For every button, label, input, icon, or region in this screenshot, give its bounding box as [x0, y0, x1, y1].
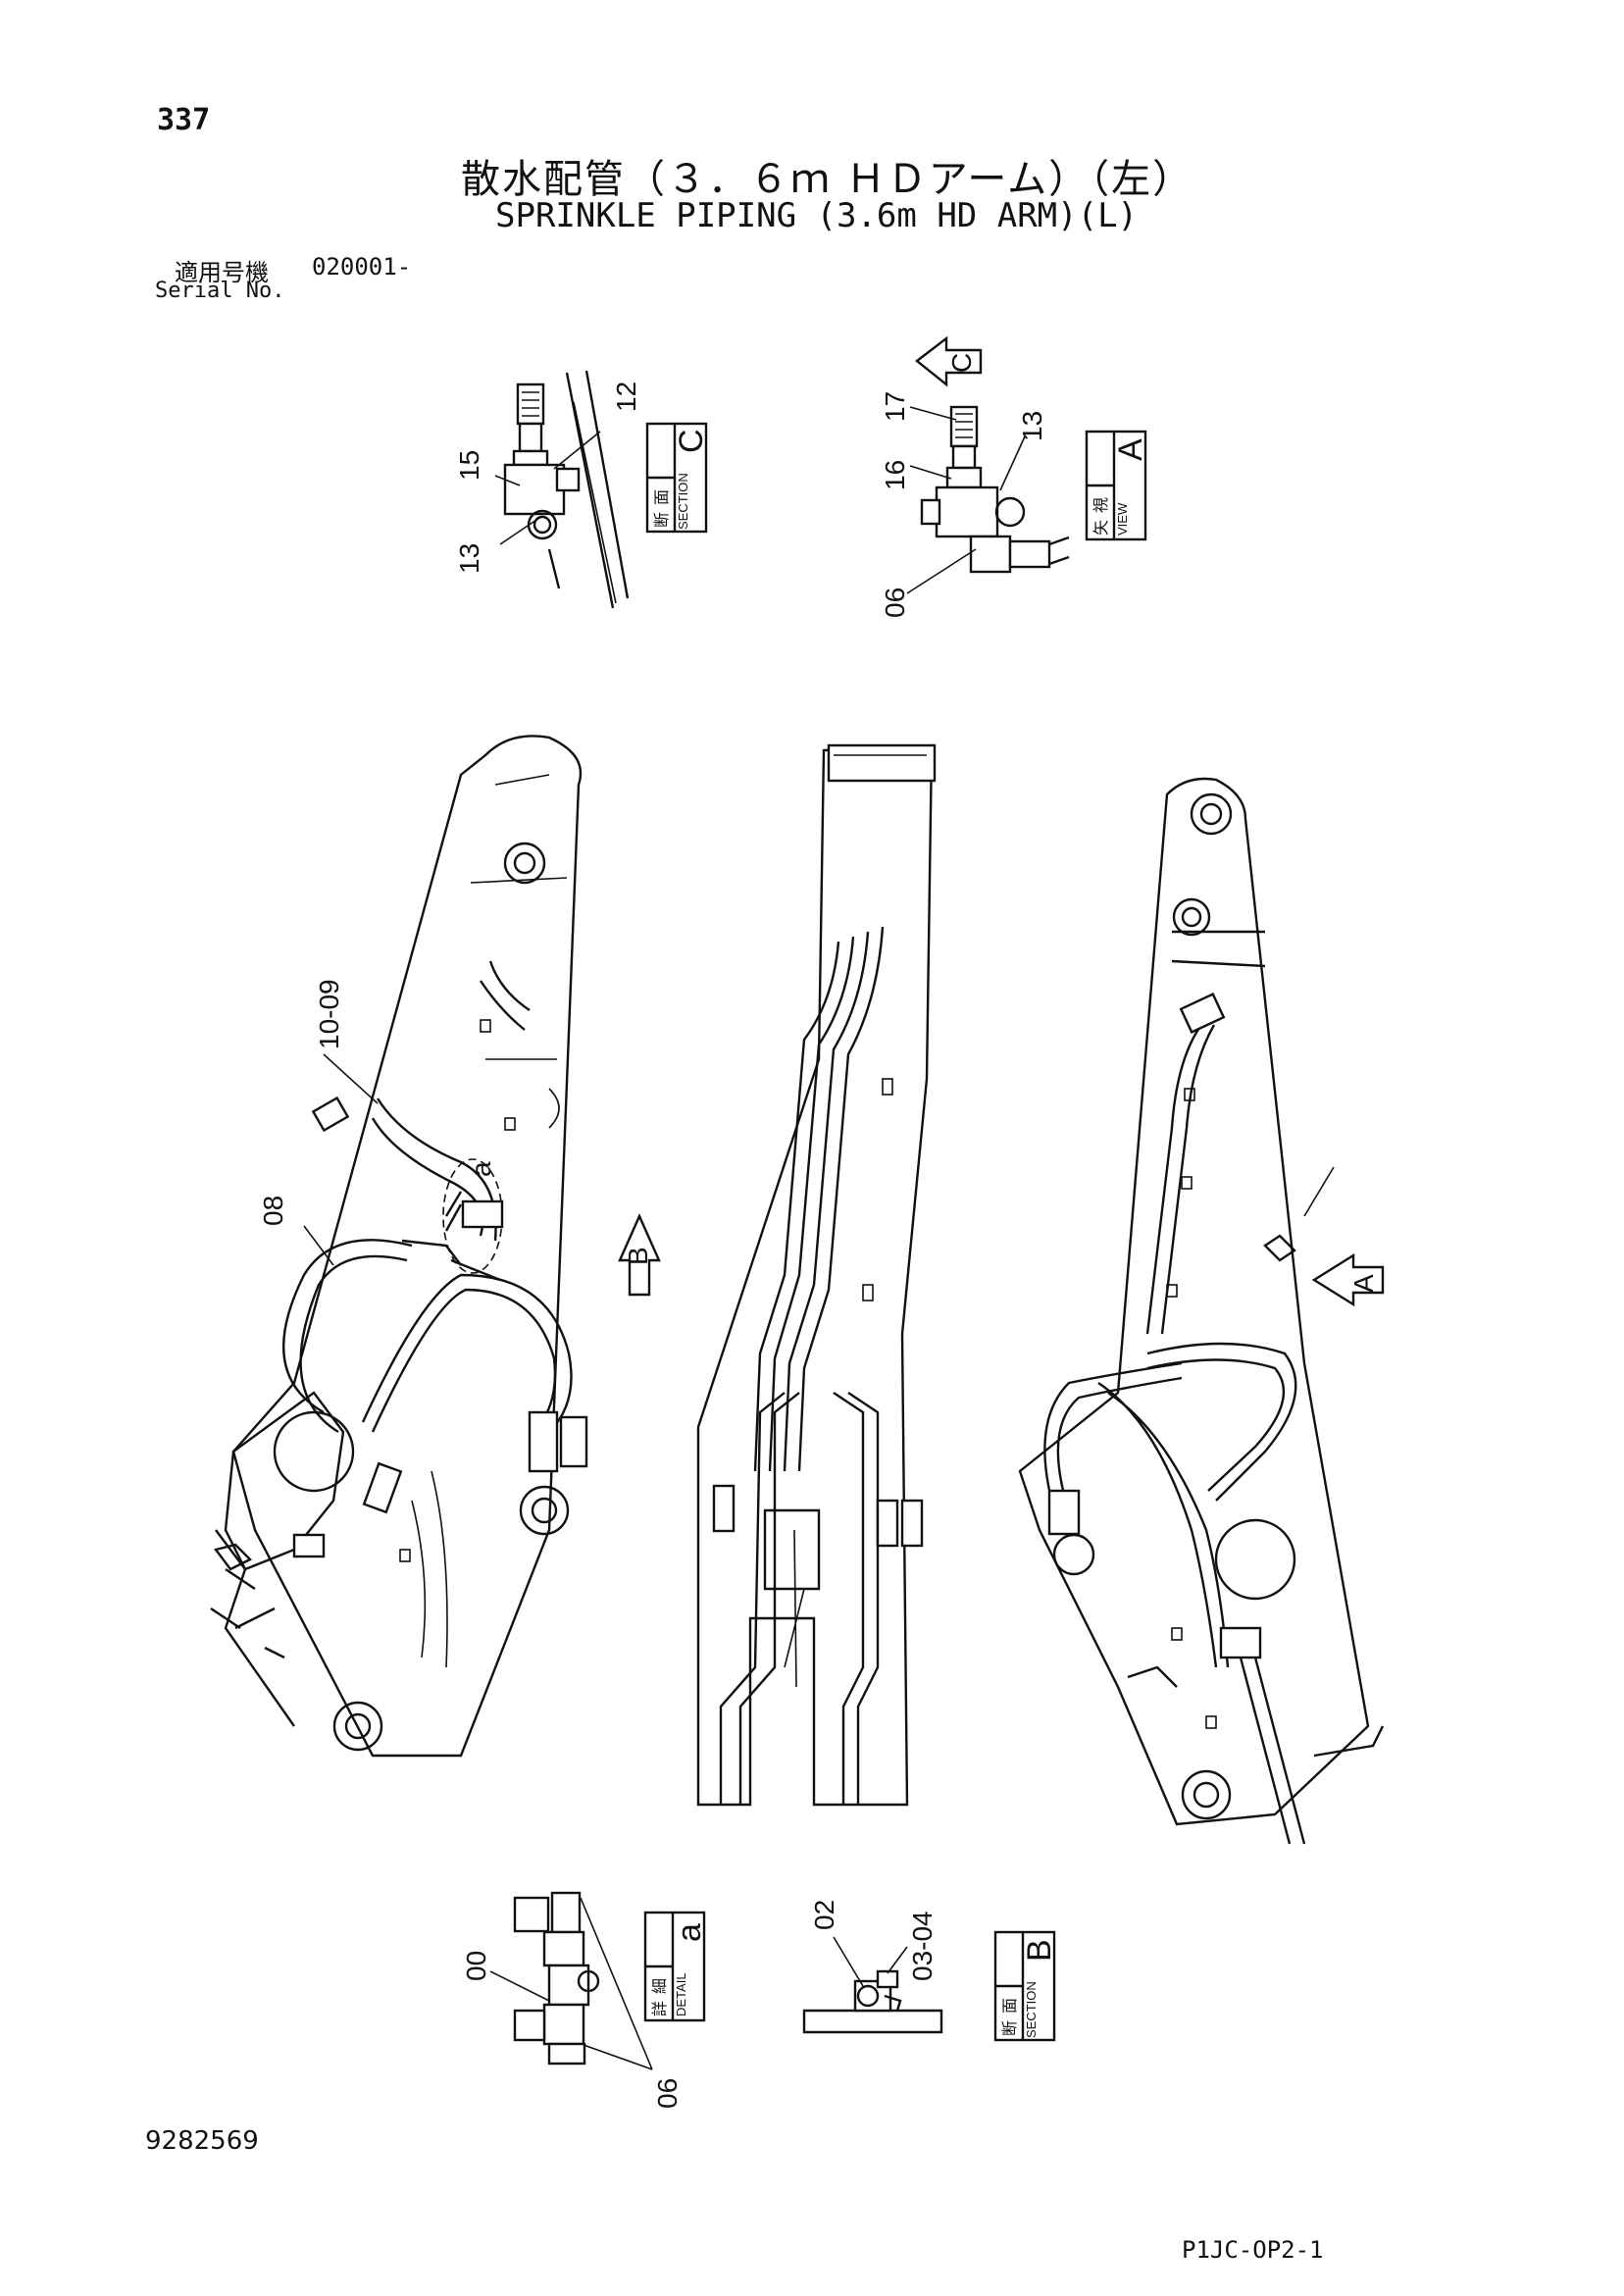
callout-02: 02	[809, 1900, 839, 1930]
leader-13	[499, 517, 540, 545]
callout-17: 17	[880, 391, 910, 422]
leader-12	[553, 431, 601, 470]
view-a-letter: A	[1112, 438, 1149, 461]
view-a-en: VIEW	[1115, 502, 1130, 536]
callout-10-09: 10-09	[314, 979, 344, 1049]
arrow-a-marker: A	[1311, 1252, 1385, 1307]
section-c-letter: C	[673, 429, 710, 453]
detail-a-en: DETAIL	[674, 1972, 688, 2016]
arrow-c-letter: C	[946, 353, 977, 373]
section-c-view: 12 15 13 C 断 面 SECTION	[454, 370, 710, 609]
page-title-en: SPRINKLE PIPING (3.6m HD ARM)(L)	[495, 196, 1139, 235]
view-a-view: C 17 13 16 06 A 矢 視 VIEW	[880, 335, 1149, 618]
document-number: 9282569	[145, 2126, 259, 2156]
leader-00	[489, 1970, 550, 2002]
callout-00: 00	[461, 1951, 491, 1981]
callout-06-detail: 06	[652, 2078, 683, 2109]
section-c-jp2: 面	[652, 489, 671, 505]
arrow-c-marker: C	[915, 335, 983, 387]
leader-08	[303, 1225, 334, 1266]
detail-a-view: 00 06 a 詳 細 DETAIL	[461, 1891, 708, 2109]
right-arm-assembly: A	[1018, 777, 1385, 1845]
leader-17	[909, 406, 957, 421]
leader-16	[909, 465, 952, 480]
leader-10-09	[323, 1053, 379, 1104]
section-b-jp1: 断	[1000, 2020, 1019, 2036]
callout-12: 12	[611, 382, 641, 412]
serial-label-en: Serial No.	[155, 279, 285, 303]
callout-15: 15	[454, 450, 484, 481]
section-b-en: SECTION	[1024, 1981, 1039, 2038]
arrow-a-letter: A	[1348, 1274, 1379, 1293]
view-a-jp1: 矢	[1091, 520, 1110, 536]
leader-15	[494, 475, 521, 486]
arrow-b-letter: B	[623, 1247, 653, 1265]
detail-a-jp2: 細	[650, 1978, 669, 1994]
page-code: P1JC-OP2-1	[1182, 2236, 1324, 2264]
detail-a-jp1: 詳	[650, 2001, 669, 2016]
leader-13b	[999, 435, 1026, 491]
left-arm-assembly: 10-09 a 08 B	[210, 735, 661, 1758]
leader-06b	[583, 2044, 653, 2070]
serial-label-jp: 適用号機	[175, 259, 269, 286]
leader-02	[833, 1936, 864, 1987]
detail-a-letter: a	[671, 1923, 708, 1942]
arrow-b-marker: B	[618, 1213, 661, 1297]
section-b-label-box: B 断 面 SECTION	[993, 1930, 1058, 2042]
leader-03-04	[887, 1946, 908, 1974]
section-b-letter: B	[1021, 1939, 1058, 1962]
section-b-view: 02 03-04 B 断 面 SECTION	[802, 1900, 1058, 2042]
callout-08: 08	[258, 1196, 288, 1226]
leader-06	[906, 548, 977, 594]
view-a-jp2: 視	[1091, 497, 1110, 513]
callout-13: 13	[454, 543, 484, 574]
callout-a-left: a	[466, 1161, 496, 1177]
callout-06-view-a: 06	[880, 587, 910, 618]
section-c-en: SECTION	[676, 473, 690, 530]
section-c-label-box: C 断 面 SECTION	[645, 422, 710, 534]
page-title-jp: 散水配管（３．６ｍ ＨＤアーム）（左）	[461, 157, 1194, 202]
page-number: 337	[157, 103, 211, 137]
detail-a-label-box: a 詳 細 DETAIL	[643, 1911, 708, 2022]
view-a-label-box: A 矢 視 VIEW	[1085, 430, 1149, 541]
callout-16: 16	[880, 460, 910, 490]
leader-06a	[580, 1897, 653, 2070]
serial-value: 020001-	[312, 253, 412, 281]
section-b-jp2: 面	[1000, 1998, 1019, 2014]
callout-13-view-a: 13	[1017, 411, 1047, 441]
center-arm-assembly	[696, 743, 937, 1807]
callout-03-04: 03-04	[907, 1911, 938, 1981]
section-c-jp1: 断	[652, 512, 671, 528]
